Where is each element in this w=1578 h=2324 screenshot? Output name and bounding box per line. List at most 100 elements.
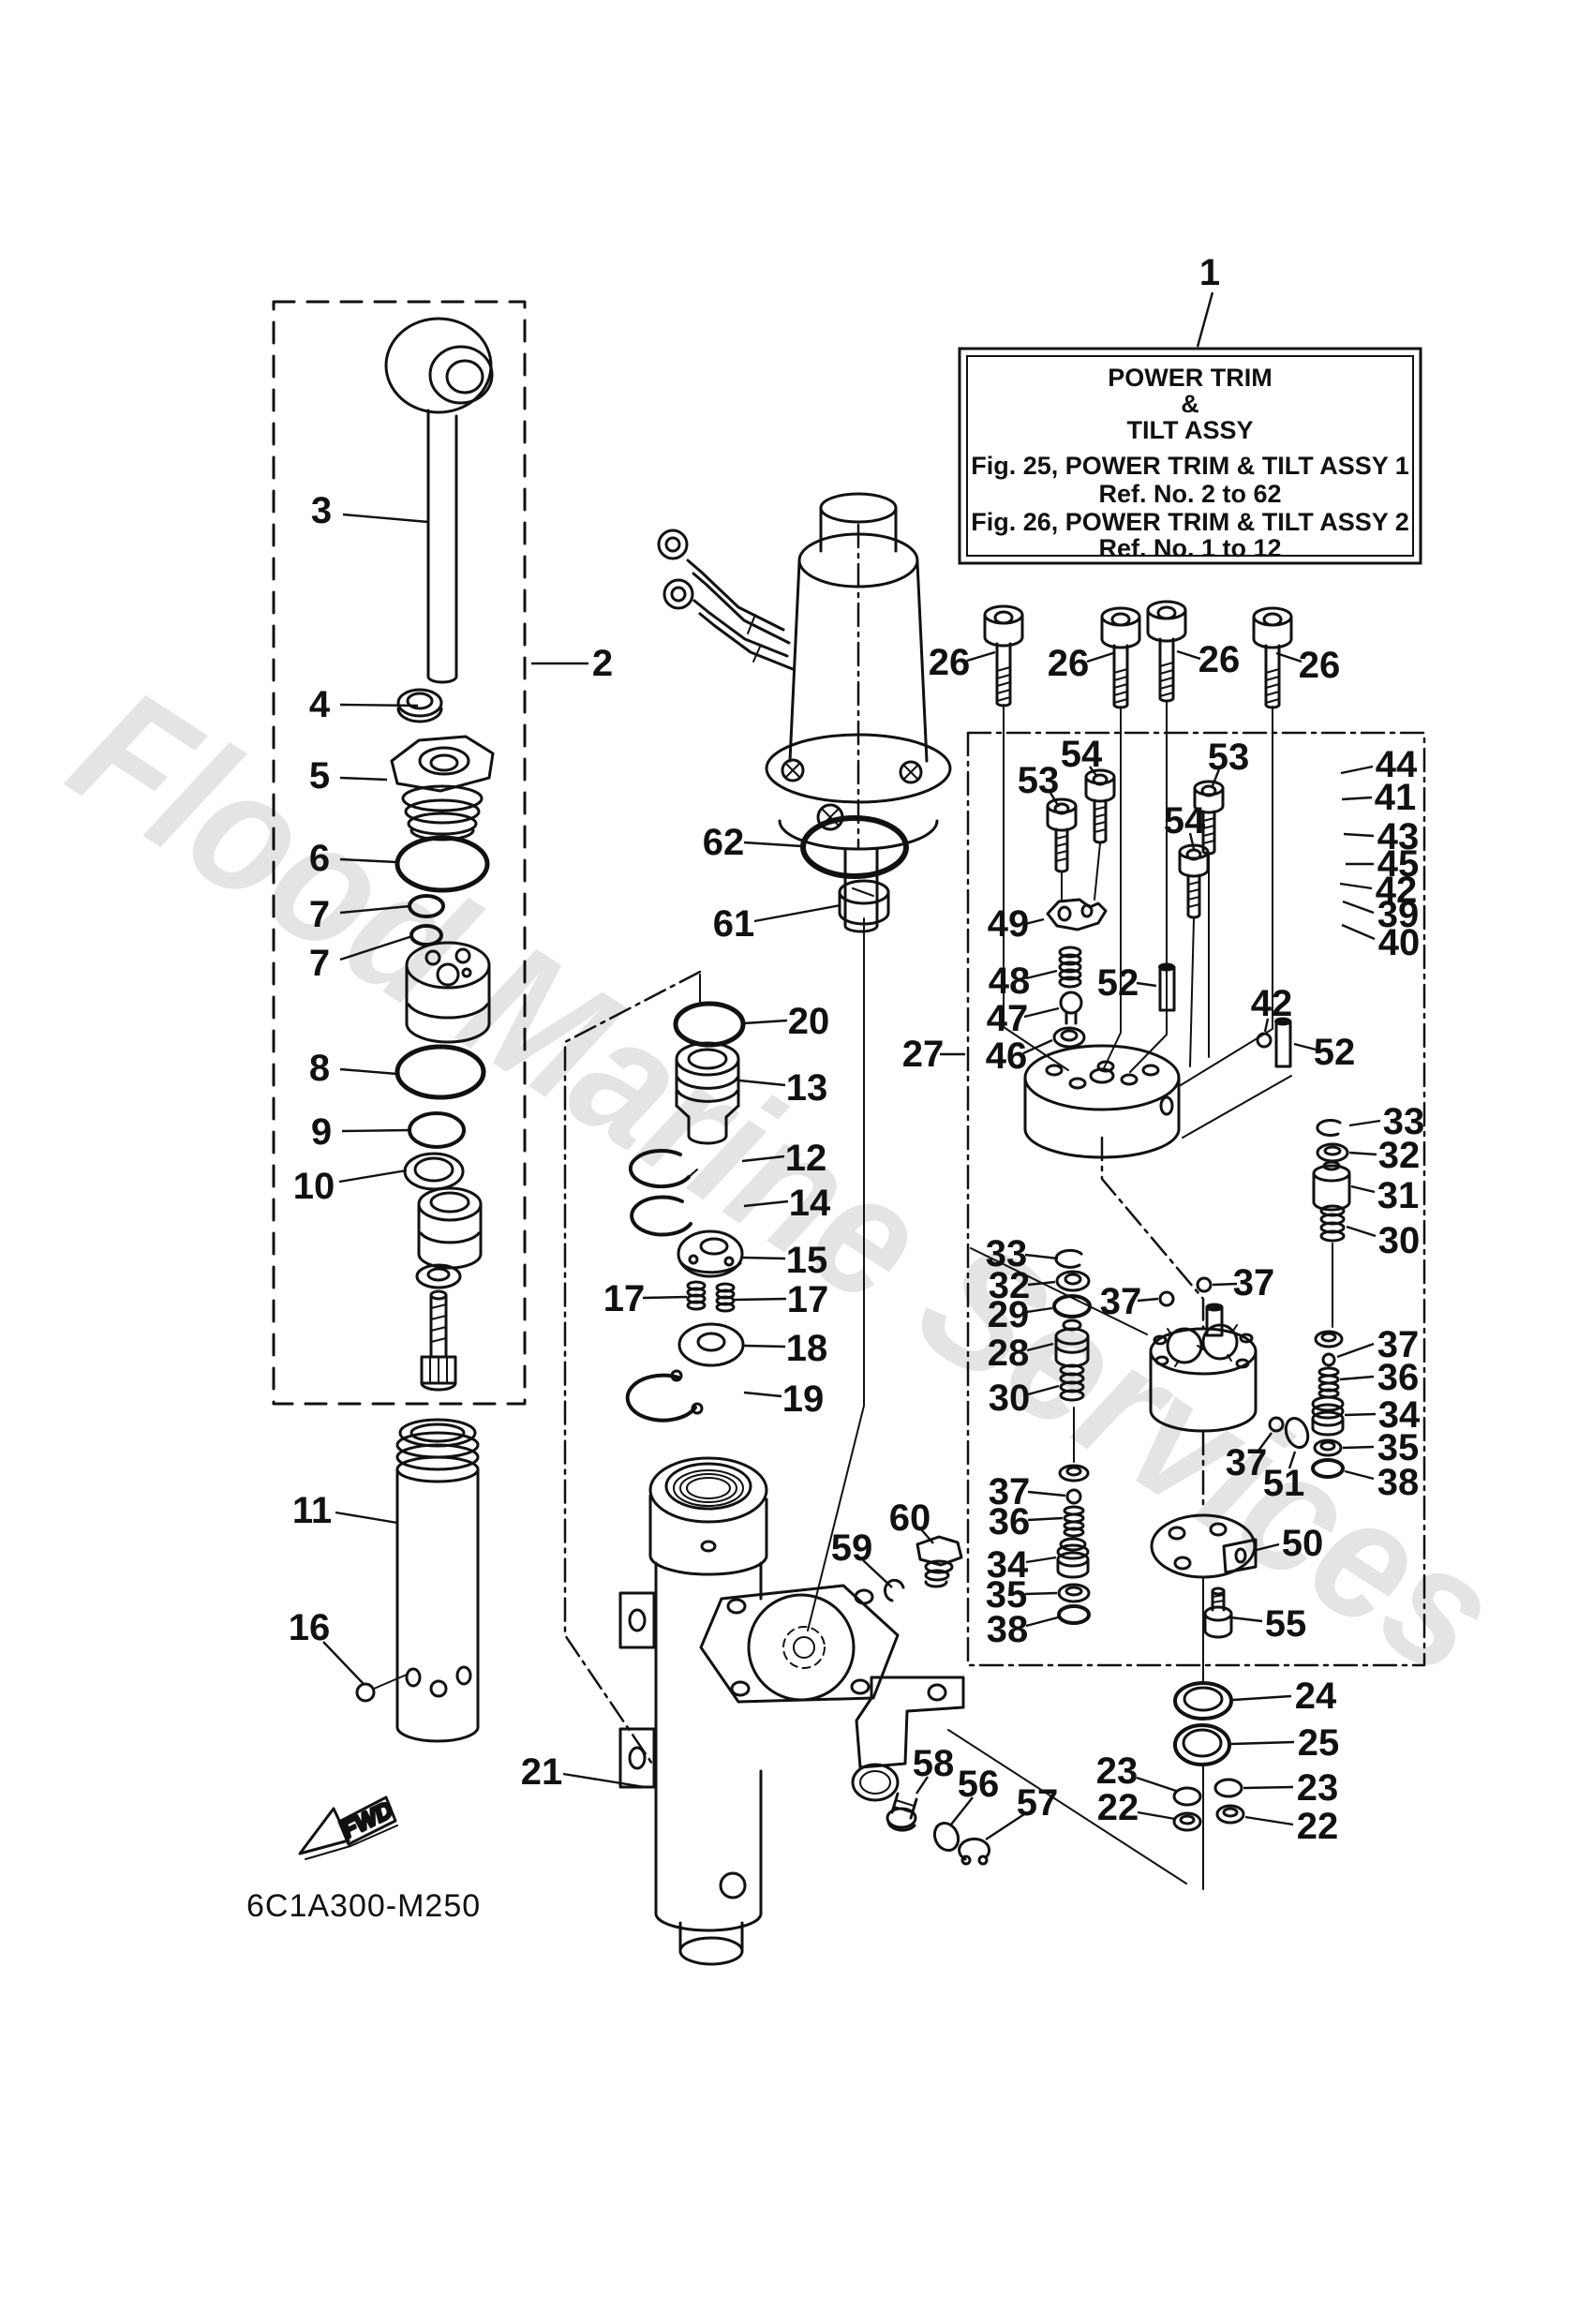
part-callout-22: 22 [1097,1787,1139,1828]
part-callout-26: 26 [929,642,971,683]
part-callout-58: 58 [913,1743,955,1784]
part-32-washer [1055,1270,1091,1292]
leader-line-39 [1342,900,1375,915]
leader-line-37 [1027,1490,1066,1497]
part-60-plug [916,1535,963,1588]
part-37-ball-2 [1268,1416,1285,1433]
part-36-spring [1063,1505,1085,1538]
part-35-washer-2 [1313,1438,1343,1457]
part-47-valve-pin [1059,991,1083,1025]
title-line-4: Fig. 25, POWER TRIM & TILT ASSY 1 [971,452,1409,480]
part-callout-41: 41 [1375,777,1417,818]
part-12-ring [628,1149,698,1189]
part-49-bracket [1046,898,1108,931]
part-22-bushing-2 [1215,1804,1245,1825]
part-callout-16: 16 [289,1607,331,1648]
part-33-clip-2 [1316,1119,1342,1137]
group-27-dashdot-box [966,731,1426,1667]
part-31-valve-seat [1312,1160,1351,1212]
part-callout-37: 37 [989,1471,1031,1512]
part-26-bolt [983,604,1024,708]
part-16-pin [355,1682,376,1703]
part-callout-7: 7 [309,943,330,984]
leader-line-36 [1027,1516,1064,1522]
part-callout-60: 60 [889,1497,931,1539]
leader-line-34 [1344,1412,1377,1417]
part-callout-21: 21 [521,1751,563,1793]
leader-line-57 [985,1812,1025,1841]
leader-line-49 [1024,917,1045,926]
leader-line-42 [1263,1018,1270,1033]
part-callout-7: 7 [309,894,330,935]
title-line-2: & [1181,390,1199,418]
part-callout-14: 14 [789,1183,831,1224]
part-callout-47: 47 [987,998,1029,1039]
part-54-bolt [1084,768,1116,844]
part-callout-48: 48 [989,961,1031,1002]
adjust-screw [420,1289,457,1392]
part-callout-29: 29 [988,1294,1030,1335]
part-4-washer [396,688,443,723]
part-24-seal [1173,1681,1233,1721]
part-callout-22: 22 [1297,1806,1339,1847]
leader-line-32 [1027,1280,1056,1287]
part-callout-34: 34 [1378,1394,1421,1436]
leader-line-62 [743,841,803,848]
part-callout-59: 59 [831,1527,873,1569]
part-52-pin [1158,962,1176,1012]
part-callout-53: 53 [1208,737,1250,778]
leader-line-56 [950,1796,974,1825]
part-callout-8: 8 [309,1048,330,1089]
part-20-o-ring [673,1001,746,1048]
part-callout-6: 6 [309,838,330,879]
part-callout-17: 17 [603,1278,646,1319]
leader-line-26 [966,650,996,663]
leader-line-50 [1256,1542,1280,1552]
part-callout-18: 18 [786,1328,828,1369]
part-callout-34: 34 [987,1544,1029,1586]
valve-body-group [966,600,1426,1683]
part-callout-28: 28 [988,1333,1030,1374]
part-28-valve-seat [1054,1318,1090,1368]
title-line-6: Fig. 26, POWER TRIM & TILT ASSY 2 [971,508,1409,536]
leader-line-30 [1346,1225,1377,1238]
part-callout-46: 46 [986,1035,1028,1077]
leader-line-48 [1025,969,1058,980]
title-line-5: Ref. No. 2 to 62 [1098,480,1281,508]
flange-screw-icon [899,760,923,784]
part-callout-37: 37 [1377,1324,1420,1365]
leader-line-28 [1026,1342,1054,1352]
part-55-bolt [1203,1587,1233,1639]
part-53-bolt [1046,797,1078,873]
part-callout-55: 55 [1265,1603,1307,1645]
leader-line-21 [562,1772,646,1789]
part-callout-9: 9 [311,1111,332,1153]
leader-line-31 [1350,1184,1376,1194]
part-callout-27: 27 [902,1034,945,1075]
leader-line-60 [920,1528,934,1544]
part-42-ball [1256,1032,1273,1049]
part-10-backup-ring [403,1152,465,1191]
leader-line-53 [1049,792,1061,808]
part-30-spring-2 [1319,1204,1346,1243]
part-callout-54: 54 [1164,800,1206,842]
part-callout-19: 19 [782,1378,825,1420]
part-23-o-ring [1172,1786,1202,1807]
part-callout-12: 12 [785,1138,827,1179]
leader-line-26 [1275,651,1303,663]
part-callout-25: 25 [1298,1722,1340,1764]
part-21-tilt-cylinder-body [618,1456,965,1966]
leader-line-17 [642,1295,688,1300]
flange-screw-icon [781,758,805,782]
part-13-valve-piston [675,1041,740,1145]
leader-line-20 [743,1019,788,1025]
part-48-spring [1058,946,1082,989]
leader-line-44 [1340,765,1374,775]
leader-line-47 [1023,1006,1060,1019]
leader-line-43 [1343,832,1375,838]
part-callout-15: 15 [786,1240,828,1281]
part-callout-30: 30 [989,1378,1031,1419]
part-callout-10: 10 [293,1166,335,1207]
part-35-washer [1057,1583,1091,1603]
